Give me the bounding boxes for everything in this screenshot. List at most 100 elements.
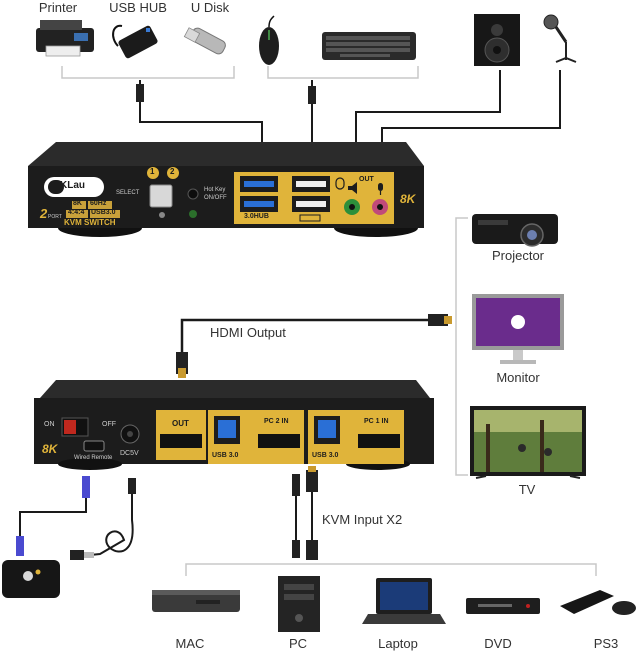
badge-60hz-bg bbox=[88, 201, 112, 209]
remote-plug-bottom bbox=[16, 536, 24, 556]
usb-hub-label: USB HUB bbox=[109, 0, 167, 15]
projector-label: Projector bbox=[491, 248, 545, 263]
mac-label: MAC bbox=[175, 636, 205, 651]
hdmi-plug-input-b bbox=[306, 540, 318, 560]
audio-out-jack bbox=[344, 199, 360, 215]
select-label: SELECT bbox=[116, 190, 140, 196]
monitor-label: Monitor bbox=[496, 370, 540, 385]
projector-device bbox=[472, 214, 558, 247]
printer-label: Printer bbox=[38, 0, 78, 15]
laptop-label: Laptop bbox=[378, 636, 418, 651]
hdmi-plug-input-tip bbox=[308, 466, 316, 472]
hdmi-out-port bbox=[160, 434, 202, 448]
usb-plug-input-b bbox=[292, 540, 300, 558]
ps3-device bbox=[560, 590, 636, 615]
laptop-device bbox=[362, 578, 446, 624]
pc2-indicator bbox=[167, 167, 179, 179]
model-text: KVM SWITCH bbox=[64, 218, 116, 227]
brand-logo bbox=[44, 177, 104, 197]
tv-device bbox=[470, 406, 586, 479]
badge-usb-bg bbox=[90, 210, 120, 218]
dvd-player-device bbox=[466, 598, 540, 614]
hdmi-plug-input bbox=[306, 470, 318, 492]
pc1-in-label: PC 1 IN bbox=[364, 418, 389, 425]
bottom-corner-8k: 8K bbox=[42, 442, 58, 456]
off-label: OFF bbox=[102, 421, 116, 428]
hotkey-state: ON/OFF bbox=[204, 195, 227, 201]
pc2-in-label: PC 2 IN bbox=[264, 418, 289, 425]
monitor-device bbox=[472, 294, 564, 364]
usb-plug-top-left bbox=[136, 84, 144, 102]
usb-devices-bracket bbox=[61, 66, 235, 79]
kvm-input-label: KVM Input X2 bbox=[322, 512, 403, 527]
dc5v-port bbox=[120, 424, 140, 444]
dc5v-label: DC5V bbox=[120, 450, 139, 457]
select-led bbox=[159, 212, 165, 218]
hdmi-plug-display-tip bbox=[444, 316, 452, 324]
pc1-indicator bbox=[147, 167, 159, 179]
hdmi-plug-display bbox=[428, 314, 448, 326]
badge-8k: 8K bbox=[73, 200, 82, 207]
wired-remote-label: Wired Remote bbox=[74, 455, 113, 461]
badge-60hz: 60Hz bbox=[90, 200, 107, 207]
keyboard-port-icon bbox=[299, 214, 321, 222]
printer-device bbox=[36, 20, 94, 57]
pc-label: PC bbox=[288, 636, 308, 651]
pc-tower-device bbox=[278, 576, 320, 632]
keyboard-device bbox=[322, 32, 416, 60]
usb-hub-device bbox=[112, 24, 158, 59]
keyboard-mouse-bracket bbox=[267, 66, 419, 79]
hdmi-output-label: HDMI Output bbox=[210, 325, 286, 340]
badge-8k-bg bbox=[72, 201, 86, 209]
hotkey-label: Hot Key bbox=[204, 187, 226, 193]
remote-cable bbox=[19, 478, 87, 556]
badge-444: 4:4:4 bbox=[68, 209, 85, 216]
mouse-port-icon bbox=[335, 177, 345, 190]
hdmi-in-port-pc2 bbox=[258, 434, 300, 448]
hdmi-in-port-pc1 bbox=[358, 434, 400, 448]
audio-out-label: OUT bbox=[359, 176, 374, 183]
usb30-label-pc2: USB 3.0 bbox=[212, 452, 239, 459]
on-label: ON bbox=[44, 421, 55, 428]
port-count: 2 bbox=[40, 206, 48, 221]
mic-in-jack bbox=[372, 199, 388, 215]
usb-b-port-pc2 bbox=[214, 416, 240, 444]
wired-remote-port bbox=[83, 440, 105, 452]
usb-plug-input bbox=[292, 474, 300, 496]
hub-label: 3.0HUB bbox=[244, 213, 269, 220]
top-corner-8k: 8K bbox=[400, 192, 416, 206]
keyboard-mouse-ports bbox=[292, 176, 330, 212]
speaker-device bbox=[474, 14, 520, 66]
pc2-number: 2 bbox=[170, 167, 175, 176]
speaker-icon bbox=[348, 182, 357, 194]
dc-plug bbox=[128, 478, 136, 494]
hdmi-plug-output-tip bbox=[178, 368, 186, 378]
badge-444-bg bbox=[66, 210, 88, 218]
usb30-label-pc1: USB 3.0 bbox=[312, 452, 339, 459]
hotkey-led bbox=[189, 210, 197, 218]
sources-bracket bbox=[185, 563, 597, 576]
power-switch[interactable] bbox=[61, 417, 89, 437]
usb-b-port-pc1 bbox=[314, 416, 340, 444]
mac-mini-device bbox=[152, 590, 240, 612]
select-button[interactable] bbox=[149, 184, 173, 208]
remote-plug-top bbox=[82, 476, 90, 498]
usb-power-plug bbox=[70, 550, 94, 560]
usb-plug-keyboard bbox=[308, 86, 316, 104]
power-cable bbox=[79, 486, 134, 557]
wired-remote-device[interactable] bbox=[2, 560, 60, 598]
hdmi-output-cable bbox=[180, 318, 430, 360]
microphone-device bbox=[543, 14, 577, 63]
hotkey-switch[interactable] bbox=[187, 188, 199, 200]
display-bracket bbox=[455, 217, 468, 476]
port-word: PORT bbox=[48, 214, 62, 220]
out-label: OUT bbox=[172, 419, 189, 428]
badge-usb30: USB3.0 bbox=[91, 209, 116, 216]
dvd-label: DVD bbox=[484, 636, 512, 651]
tv-label: TV bbox=[518, 482, 536, 497]
usb3-hub-ports bbox=[240, 176, 278, 212]
udisk-label: U Disk bbox=[190, 0, 230, 15]
pc1-number: 1 bbox=[150, 167, 155, 176]
udisk-device bbox=[183, 27, 226, 55]
